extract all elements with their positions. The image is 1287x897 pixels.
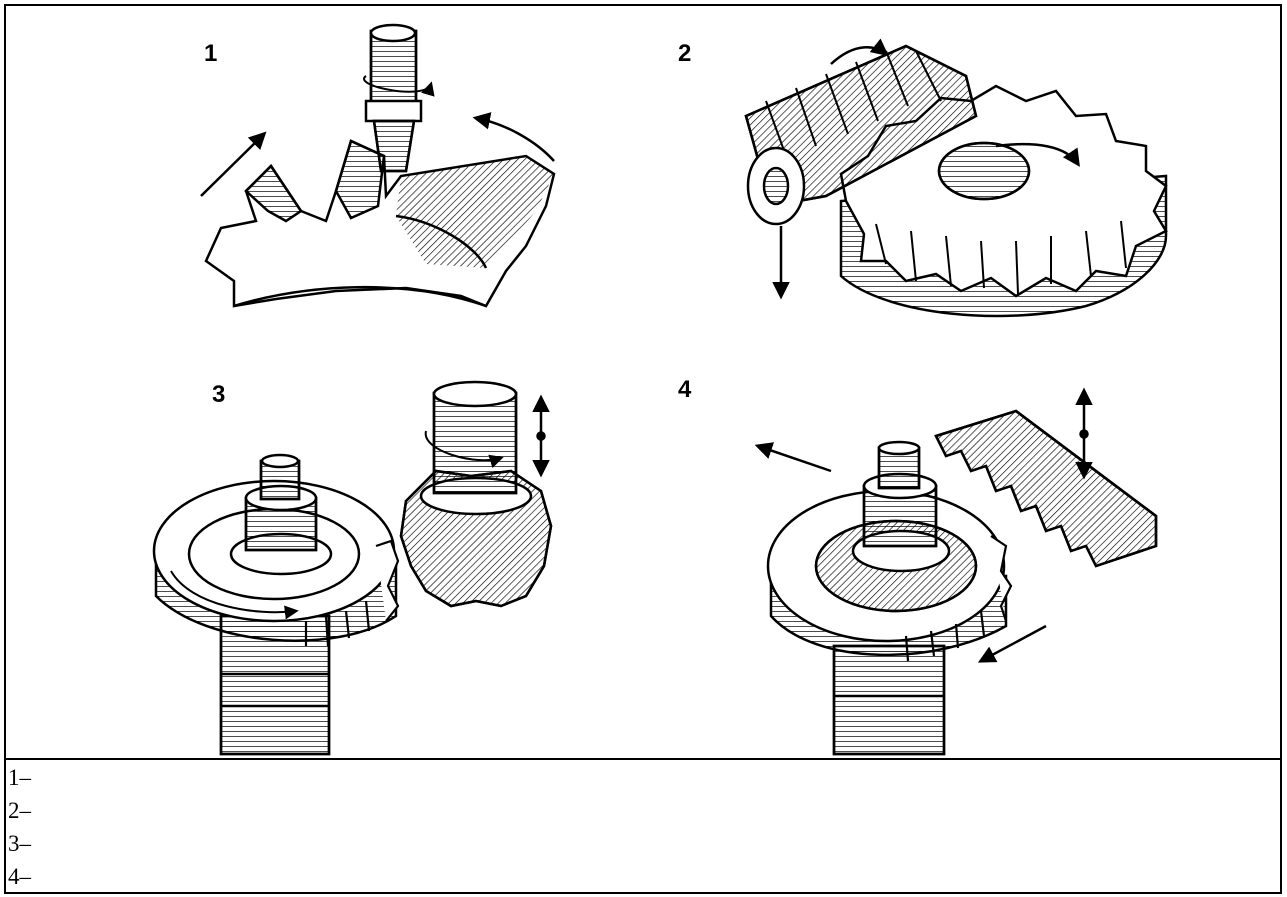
panel-3-number: 3 bbox=[212, 381, 226, 408]
panel-1-number: 1 bbox=[204, 40, 218, 67]
figure-frame: 1 2 3 4 1– 2– 3– 4– bbox=[4, 4, 1282, 894]
gear-illustrations bbox=[152, 23, 1168, 756]
panel-2-number: 2 bbox=[678, 40, 692, 67]
caption-1: 1– bbox=[8, 765, 31, 790]
caption-divider bbox=[6, 758, 1280, 760]
caption-4: 4– bbox=[8, 864, 31, 889]
panel-4-number: 4 bbox=[678, 376, 692, 403]
panel-2-illustration bbox=[744, 38, 1168, 318]
panel-4-illustration bbox=[754, 387, 1158, 756]
panel-3-illustration bbox=[152, 380, 553, 756]
caption-list: 1– 2– 3– 4– bbox=[8, 761, 1278, 893]
panel-1-illustration bbox=[200, 23, 556, 308]
caption-3: 3– bbox=[8, 831, 31, 856]
gear-cutting-figure: 1 2 3 4 bbox=[6, 6, 1280, 758]
caption-2: 2– bbox=[8, 798, 31, 823]
